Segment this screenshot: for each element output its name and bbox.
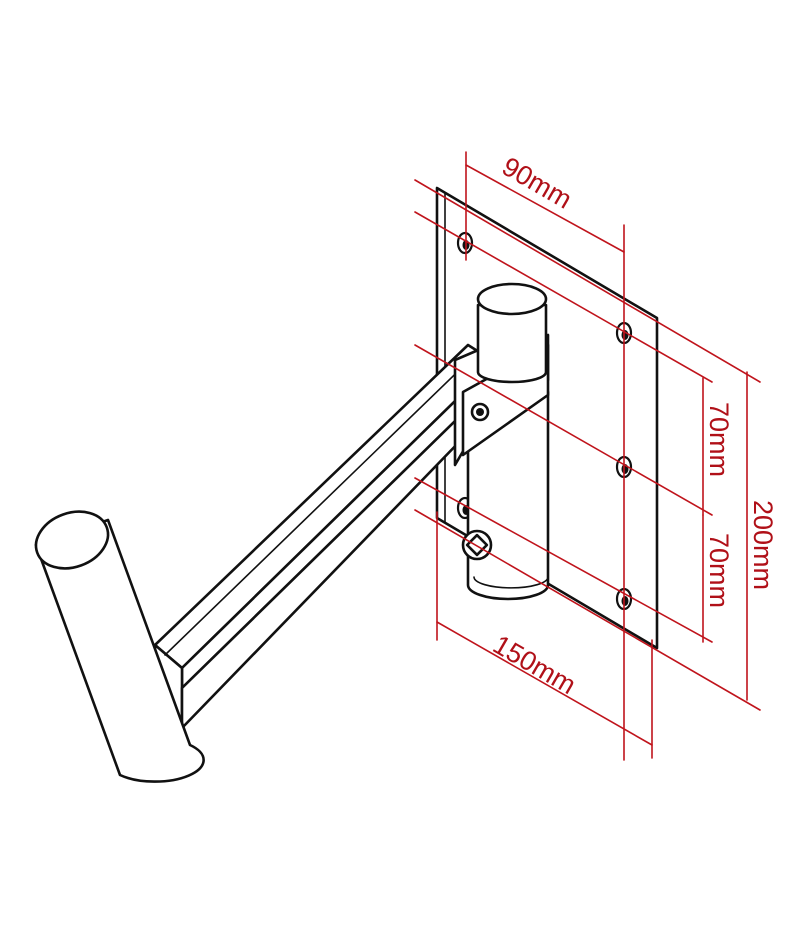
speaker-pole (34, 510, 205, 783)
dim-label-lower-spacing: 70mm (704, 533, 734, 608)
dim-label-total-height: 200mm (748, 500, 778, 590)
dim-label-top-width: 90mm (497, 151, 577, 214)
upper-tube (476, 282, 548, 384)
extension-arm (153, 343, 497, 730)
dim-label-bottom-width: 150mm (488, 629, 581, 700)
dim-label-upper-spacing: 70mm (704, 402, 734, 477)
dimension-lines (414, 151, 761, 761)
